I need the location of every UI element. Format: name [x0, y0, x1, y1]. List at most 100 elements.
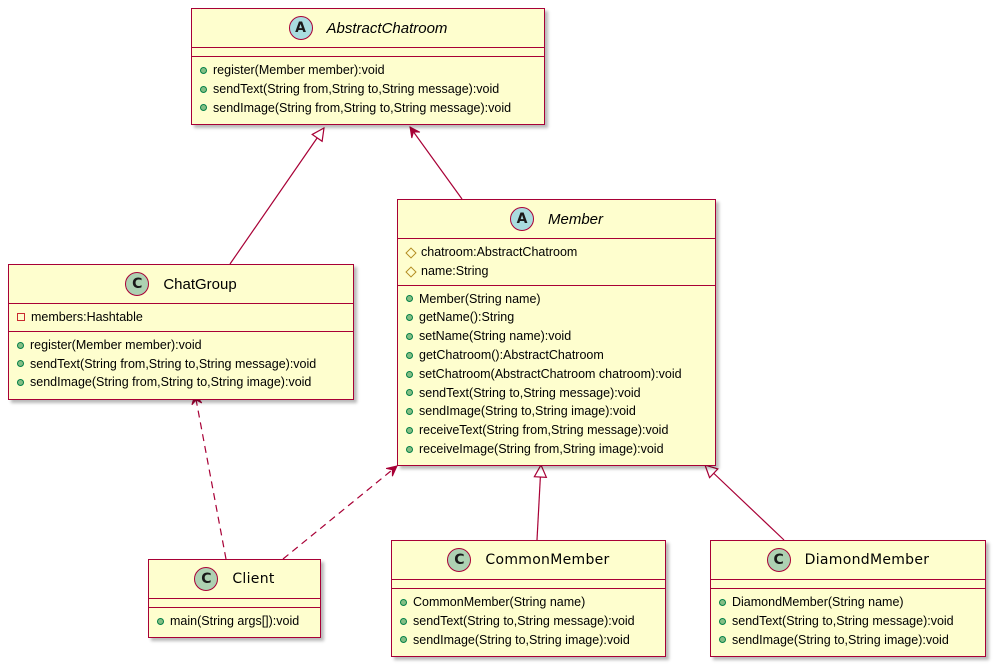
protected-visibility-icon — [406, 267, 415, 276]
operation-row[interactable]: sendText(String to,String message):void — [711, 612, 985, 631]
class-name: Member — [547, 210, 603, 228]
public-visibility-icon — [406, 427, 413, 435]
class-member[interactable]: A Member chatroom:AbstractChatroom name:S… — [397, 199, 716, 466]
operations-section: register(Member member):void sendText(Str… — [9, 332, 353, 398]
public-visibility-icon — [200, 104, 207, 112]
class-name: ChatGroup — [163, 275, 237, 293]
member-signature: register(Member member):void — [30, 337, 202, 352]
member-signature: chatroom:AbstractChatroom — [421, 245, 578, 259]
attributes-section — [392, 580, 665, 589]
class-diamondmember[interactable]: C DiamondMember DiamondMember(String nam… — [710, 540, 986, 657]
member-signature: name:String — [421, 263, 489, 278]
edge-commonmember-member — [537, 465, 541, 541]
public-visibility-icon — [200, 66, 207, 74]
public-visibility-icon — [406, 351, 413, 359]
attributes-section: members:Hashtable — [9, 304, 353, 332]
public-visibility-icon — [406, 389, 413, 397]
class-badge-icon: C — [125, 272, 150, 296]
member-signature: setChatroom(AbstractChatroom chatroom):v… — [419, 366, 682, 381]
public-visibility-icon — [400, 636, 407, 644]
operation-row[interactable]: receiveImage(String from,String image):v… — [398, 440, 715, 459]
public-visibility-icon — [17, 341, 24, 349]
public-visibility-icon — [400, 598, 407, 606]
public-visibility-icon — [406, 314, 413, 322]
class-name: Client — [232, 571, 275, 587]
member-signature: receiveImage(String from,String image):v… — [419, 441, 664, 456]
class-commonmember[interactable]: C CommonMember CommonMember(String name)… — [391, 540, 666, 657]
operation-row[interactable]: receiveText(String from,String message):… — [398, 421, 715, 440]
member-signature: sendText(String to,String message):void — [419, 385, 641, 400]
class-header: C ChatGroup — [9, 265, 353, 304]
operation-row[interactable]: register(Member member):void — [192, 61, 544, 80]
operations-section: main(String args[]):void — [149, 608, 320, 637]
member-signature: receiveText(String from,String message):… — [419, 423, 669, 438]
attributes-section: chatroom:AbstractChatroom name:String — [398, 239, 715, 286]
operation-row[interactable]: sendText(String to,String message):void — [392, 612, 665, 631]
public-visibility-icon — [400, 617, 407, 625]
attribute-row[interactable]: members:Hashtable — [9, 308, 353, 327]
member-signature: Member(String name) — [419, 291, 541, 306]
operation-row[interactable]: register(Member member):void — [9, 336, 353, 355]
edge-member-abstractchatroom — [410, 127, 463, 200]
attributes-section — [192, 48, 544, 57]
operation-row[interactable]: sendText(String to,String message):void — [398, 384, 715, 403]
member-signature: sendImage(String to,String image):void — [413, 632, 630, 647]
member-signature: members:Hashtable — [31, 310, 143, 324]
member-signature: getName():String — [419, 310, 515, 325]
class-header: A Member — [398, 200, 715, 239]
member-signature: CommonMember(String name) — [413, 595, 586, 609]
public-visibility-icon — [719, 636, 726, 644]
operation-row[interactable]: sendImage(String from,String to,String i… — [9, 373, 353, 392]
member-signature: sendImage(String to,String image):void — [419, 404, 636, 419]
class-header: A AbstractChatroom — [192, 9, 544, 48]
member-signature: sendText(String to,String message):void — [732, 613, 954, 628]
class-badge-icon: C — [194, 567, 219, 591]
abstract-class-badge-icon: A — [288, 16, 313, 40]
public-visibility-icon — [719, 617, 726, 625]
operation-row[interactable]: Member(String name) — [398, 290, 715, 309]
class-client[interactable]: C Client main(String args[]):void — [148, 559, 321, 638]
operation-row[interactable]: getName():String — [398, 308, 715, 327]
private-visibility-icon — [17, 313, 25, 322]
operation-row[interactable]: setName(String name):void — [398, 327, 715, 346]
operation-row[interactable]: CommonMember(String name) — [392, 593, 665, 612]
class-abstractchatroom[interactable]: A AbstractChatroom register(Member membe… — [191, 8, 545, 125]
abstract-class-badge-icon: A — [509, 207, 534, 231]
operation-row[interactable]: sendImage(String from,String to,String m… — [192, 99, 544, 118]
public-visibility-icon — [200, 85, 207, 93]
edge-client-chatgroup — [195, 394, 227, 560]
attributes-section — [149, 599, 320, 608]
member-signature: sendImage(String to,String image):void — [732, 632, 949, 647]
class-name: AbstractChatroom — [326, 19, 448, 37]
operation-row[interactable]: sendText(String from,String to,String me… — [9, 355, 353, 374]
class-badge-icon: C — [447, 548, 472, 572]
member-signature: sendText(String from,String to,String me… — [30, 356, 317, 371]
operation-row[interactable]: sendImage(String to,String image):void — [392, 631, 665, 650]
member-signature: main(String args[]):void — [170, 614, 300, 628]
operations-section: CommonMember(String name) sendText(String… — [392, 589, 665, 655]
public-visibility-icon — [406, 295, 413, 303]
operation-row[interactable]: DiamondMember(String name) — [711, 593, 985, 612]
class-header: C CommonMember — [392, 541, 665, 580]
public-visibility-icon — [157, 617, 164, 625]
attribute-row[interactable]: chatroom:AbstractChatroom — [398, 243, 715, 262]
public-visibility-icon — [406, 333, 413, 341]
class-header: C Client — [149, 560, 320, 599]
operation-row[interactable]: sendText(String from,String to,String me… — [192, 80, 544, 99]
public-visibility-icon — [406, 408, 413, 416]
operation-row[interactable]: sendImage(String to,String image):void — [711, 631, 985, 650]
public-visibility-icon — [406, 370, 413, 378]
class-chatgroup[interactable]: C ChatGroup members:Hashtable register(M… — [8, 264, 354, 400]
operation-row[interactable]: setChatroom(AbstractChatroom chatroom):v… — [398, 365, 715, 384]
member-signature: getChatroom():AbstractChatroom — [419, 347, 604, 362]
public-visibility-icon — [719, 598, 726, 606]
public-visibility-icon — [17, 379, 24, 387]
member-signature: sendText(String from,String to,String me… — [213, 81, 500, 96]
operation-row[interactable]: main(String args[]):void — [149, 612, 320, 631]
operation-row[interactable]: sendImage(String to,String image):void — [398, 402, 715, 421]
edge-diamondmember-member — [705, 465, 785, 541]
attribute-row[interactable]: name:String — [398, 262, 715, 281]
operation-row[interactable]: getChatroom():AbstractChatroom — [398, 346, 715, 365]
